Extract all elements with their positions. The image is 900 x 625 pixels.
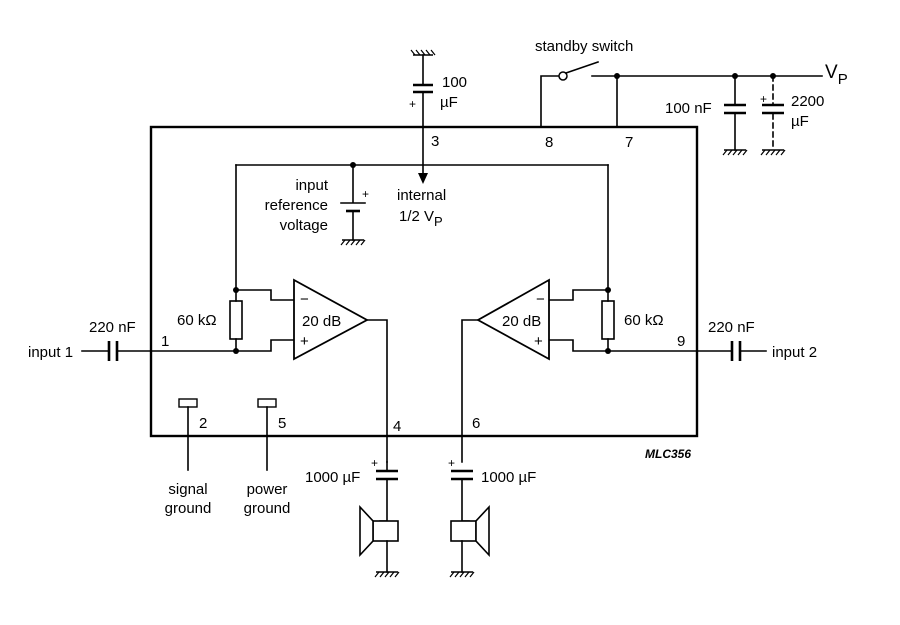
wire-right-output: [461, 319, 479, 463]
switch-contact: [558, 71, 568, 81]
pad-signal-ground: [178, 398, 198, 408]
cap-input2-label: 220 nF: [708, 319, 755, 336]
speaker-right: [450, 504, 490, 558]
amp-right-minus: −: [536, 291, 545, 308]
ic-package-outline: [149, 125, 699, 438]
input-reference-label-1: input: [295, 177, 328, 194]
arrow-internal-ref: [418, 173, 428, 184]
signal-ground-label-1: signal: [168, 481, 207, 498]
pin-3-label: 3: [431, 133, 439, 150]
ground-symbol-speaker-left: [374, 571, 400, 578]
pad-power-ground: [257, 398, 277, 408]
plus-output-left: +: [371, 456, 378, 470]
input-reference-label-2: reference: [265, 197, 328, 214]
speaker-left: [359, 504, 399, 558]
internal-half-vp-label: 1/2 VP: [399, 208, 443, 229]
reference-voltage-battery: [340, 202, 366, 213]
wire-right-inverting: [548, 289, 609, 301]
cap-2200-unit: µF: [791, 113, 809, 130]
capacitor-output-right: [451, 469, 473, 481]
pin-1-label: 1: [161, 333, 169, 350]
cap-input1-label: 220 nF: [89, 319, 136, 336]
capacitor-input2: [730, 341, 742, 361]
signal-ground-label-2: ground: [165, 500, 212, 517]
power-ground-label-2: ground: [244, 500, 291, 517]
standby-switch-label: standby switch: [535, 38, 633, 55]
switch-lever[interactable]: [564, 60, 600, 75]
amp-left-minus: −: [300, 291, 309, 308]
ground-symbol-2200uF: [760, 149, 786, 156]
cap-100nF-label: 100 nF: [665, 100, 712, 117]
capacitor-input1: [107, 341, 119, 361]
amp-left-gain: 20 dB: [302, 313, 341, 330]
capacitor-output-left: [376, 469, 398, 481]
amp-right-gain: 20 dB: [502, 313, 541, 330]
vp-label: VP: [825, 62, 848, 88]
wire-right-speaker-top: [461, 479, 470, 522]
plus-reference: +: [362, 187, 369, 201]
plus-output-right: +: [448, 456, 455, 470]
ground-symbol-reference: [340, 239, 366, 246]
cap-2200-value: 2200: [791, 93, 824, 110]
internal-label: internal: [397, 187, 446, 204]
wire-left-speaker-top: [379, 479, 388, 522]
figure-code: MLC356: [645, 447, 691, 461]
pin-4-label: 4: [393, 418, 401, 435]
ground-symbol-speaker-right: [449, 571, 475, 578]
wire-left-inverting: [235, 289, 295, 301]
wire-left-noninverting: [150, 339, 295, 352]
resistor-right-60k: [601, 300, 615, 340]
pin-7-label: 7: [625, 134, 633, 151]
pin-9-label: 9: [677, 333, 685, 350]
wire-pin8: [540, 75, 559, 128]
input-reference-label-3: voltage: [280, 217, 328, 234]
power-ground-label-1: power: [247, 481, 288, 498]
resistor-left-60k: [229, 300, 243, 340]
wire-left-output: [366, 319, 388, 463]
amp-left-plus: +: [300, 333, 309, 350]
cap-top-value: 100: [442, 74, 467, 91]
plus-2200uF: +: [760, 92, 767, 106]
cap-output-left-label: 1000 µF: [305, 469, 360, 486]
plus-pin3-cap: +: [409, 97, 416, 111]
pin-5-label: 5: [278, 415, 286, 432]
input-1-label: input 1: [28, 344, 73, 361]
wire-right-noninverting: [548, 339, 698, 352]
pin-8-label: 8: [545, 134, 553, 151]
capacitor-100nF: [724, 103, 746, 115]
capacitor-pin3: [413, 83, 433, 94]
resistor-left-label: 60 kΩ: [177, 312, 217, 329]
pin-2-label: 2: [199, 415, 207, 432]
input-2-label: input 2: [772, 344, 817, 361]
amplifier-right: [476, 278, 550, 361]
capacitor-2200uF: [762, 103, 784, 115]
pin-6-label: 6: [472, 415, 480, 432]
amp-right-plus: +: [534, 333, 543, 350]
cap-output-right-label: 1000 µF: [481, 469, 536, 486]
amplifier-left: [293, 278, 369, 361]
cap-top-unit: µF: [440, 94, 458, 111]
resistor-right-label: 60 kΩ: [624, 312, 664, 329]
ground-symbol-100nF: [722, 149, 748, 156]
